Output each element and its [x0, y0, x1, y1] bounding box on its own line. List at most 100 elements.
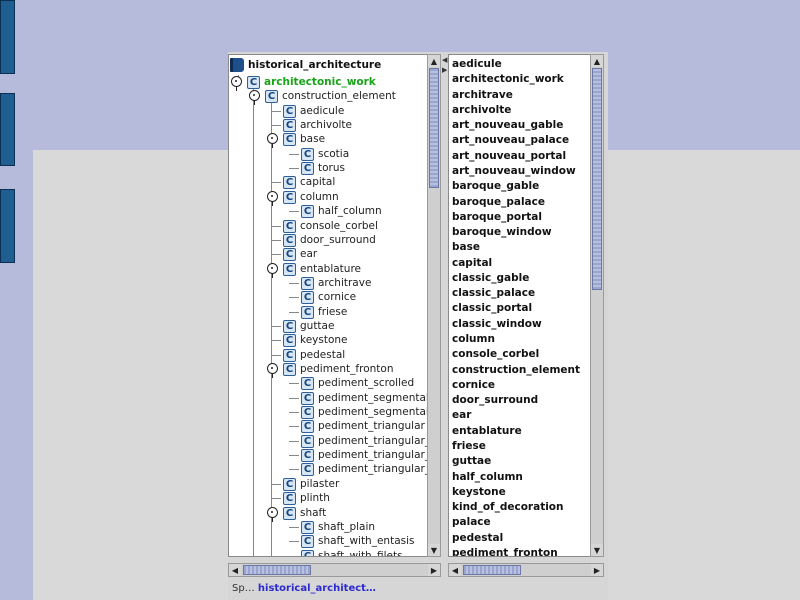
- scroll-left-icon[interactable]: ◀: [449, 564, 461, 576]
- list-item[interactable]: baroque_palace: [452, 196, 545, 208]
- list-item[interactable]: architrave: [452, 89, 513, 101]
- scroll-right-icon[interactable]: ▶: [591, 564, 603, 576]
- list-item[interactable]: half_column: [452, 471, 523, 483]
- tree-horizontal-scrollbar[interactable]: ◀ ▶: [228, 563, 441, 577]
- list-item[interactable]: cornice: [452, 379, 496, 391]
- list-hscroll-thumb[interactable]: [463, 565, 521, 575]
- list-item[interactable]: capital: [452, 257, 493, 269]
- list-item[interactable]: kind_of_decoration: [452, 501, 564, 513]
- split-pane-divider[interactable]: ◀ ▶: [441, 54, 448, 571]
- list-item[interactable]: baroque_portal: [452, 211, 542, 223]
- list-item[interactable]: friese: [452, 440, 486, 452]
- list-item[interactable]: ear: [452, 409, 472, 421]
- list-item[interactable]: aedicule: [452, 58, 502, 70]
- list-item[interactable]: palace: [452, 516, 491, 528]
- list-item[interactable]: art_nouveau_window: [452, 165, 576, 177]
- list-horizontal-scrollbar[interactable]: ◀ ▶: [448, 563, 604, 577]
- list-item[interactable]: construction_element: [452, 364, 581, 376]
- left-tab-3[interactable]: [0, 189, 15, 263]
- list-item[interactable]: guttae: [452, 455, 492, 467]
- tree-vertical-scrollbar[interactable]: ▲ ▼: [427, 54, 441, 557]
- list-item[interactable]: classic_palace: [452, 287, 536, 299]
- list-item[interactable]: art_nouveau_palace: [452, 134, 570, 146]
- list-item[interactable]: baroque_window: [452, 226, 552, 238]
- expand-toggle-icon[interactable]: [267, 191, 278, 206]
- expand-toggle-icon[interactable]: [231, 76, 242, 91]
- list-item[interactable]: pediment_fronton: [452, 547, 558, 557]
- expand-toggle-icon[interactable]: [267, 507, 278, 522]
- scroll-down-icon[interactable]: ▼: [428, 544, 440, 556]
- collapse-right-icon[interactable]: ▶: [442, 66, 448, 74]
- list-item[interactable]: classic_gable: [452, 272, 530, 284]
- scroll-left-icon[interactable]: ◀: [229, 564, 241, 576]
- list-item[interactable]: archivolte: [452, 104, 512, 116]
- scroll-up-icon[interactable]: ▲: [591, 55, 603, 67]
- scroll-down-icon[interactable]: ▼: [591, 544, 603, 556]
- list-item[interactable]: baroque_gable: [452, 180, 540, 192]
- expand-toggle-icon[interactable]: [249, 90, 260, 105]
- list-item[interactable]: door_surround: [452, 394, 539, 406]
- list-item[interactable]: architectonic_work: [452, 73, 564, 85]
- left-tab-1[interactable]: [0, 0, 15, 74]
- list-item[interactable]: art_nouveau_gable: [452, 119, 564, 131]
- list-item[interactable]: art_nouveau_portal: [452, 150, 567, 162]
- list-scroll-thumb[interactable]: [592, 68, 602, 290]
- list-item[interactable]: classic_window: [452, 318, 542, 330]
- list-item[interactable]: column: [452, 333, 495, 345]
- list-item[interactable]: pedestal: [452, 532, 504, 544]
- left-tab-2[interactable]: [0, 93, 15, 166]
- list-item[interactable]: entablature: [452, 425, 522, 437]
- tree-hscroll-thumb[interactable]: [243, 565, 311, 575]
- list-item[interactable]: base: [452, 241, 480, 253]
- class-list-pane[interactable]: aedicule architectonic_work architrave arch…: [448, 54, 604, 557]
- scroll-right-icon[interactable]: ▶: [428, 564, 440, 576]
- expand-toggle-icon[interactable]: [267, 263, 278, 278]
- list-vertical-scrollbar[interactable]: ▲ ▼: [590, 54, 604, 557]
- tree-scroll-thumb[interactable]: [429, 68, 439, 188]
- list-item[interactable]: classic_portal: [452, 302, 533, 314]
- expand-toggle-icon[interactable]: [267, 133, 278, 148]
- status-link[interactable]: historical_architect…: [257, 583, 376, 594]
- scroll-up-icon[interactable]: ▲: [428, 55, 440, 67]
- tree-root[interactable]: historical_architecture: [230, 58, 381, 72]
- list-item[interactable]: keystone: [452, 486, 506, 498]
- list-item[interactable]: console_corbel: [452, 348, 540, 360]
- expand-toggle-icon[interactable]: [267, 363, 278, 378]
- collapse-left-icon[interactable]: ◀: [442, 56, 448, 64]
